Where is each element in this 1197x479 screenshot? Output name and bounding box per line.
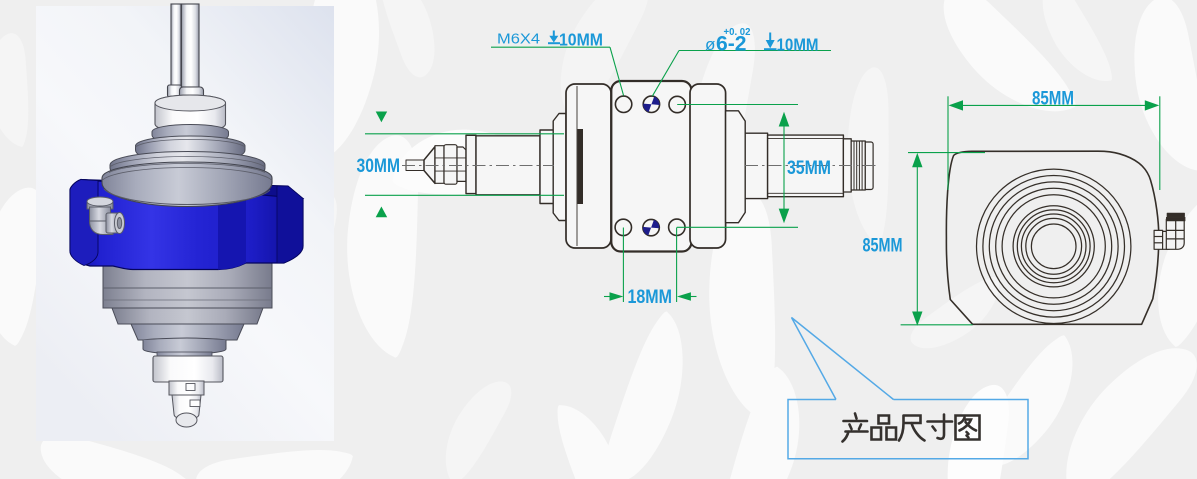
svg-text:85MM: 85MM [1032,89,1074,110]
svg-text:ø: ø [705,35,715,54]
svg-text:18MM: 18MM [628,286,673,308]
svg-text:+0. 02: +0. 02 [724,27,751,38]
svg-text:10MM: 10MM [777,35,819,55]
svg-text:30MM: 30MM [357,155,401,177]
svg-text:85MM: 85MM [863,236,903,257]
svg-text:35MM: 35MM [787,157,831,179]
svg-text:M6X4: M6X4 [497,32,540,48]
svg-text:6-2: 6-2 [716,33,747,56]
svg-text:10MM: 10MM [559,30,603,50]
